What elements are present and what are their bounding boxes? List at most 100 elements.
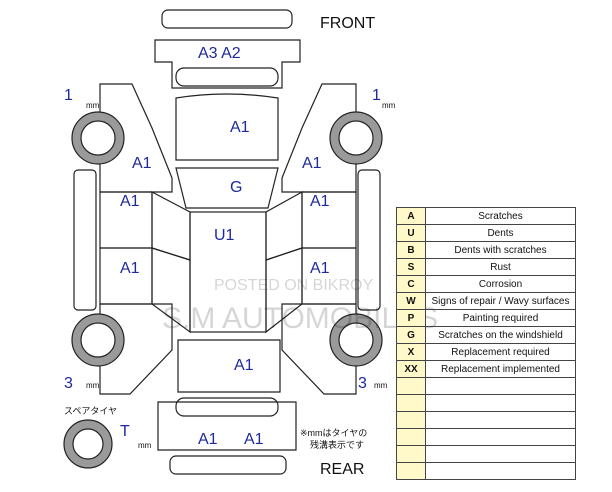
legend-row <box>396 394 576 412</box>
front-right-tire <box>329 111 383 165</box>
rear-right-tire <box>329 313 383 367</box>
trunk-code: A1 <box>234 357 254 374</box>
legend-row <box>396 428 576 446</box>
legend-code <box>396 428 426 446</box>
legend-code: G <box>396 326 426 344</box>
rear-lower-panel <box>157 401 297 451</box>
legend-description: Signs of repair / Wavy surfaces <box>425 292 576 310</box>
left-rear-door-code: A1 <box>120 260 140 277</box>
legend-row <box>396 462 576 480</box>
left-sill <box>73 169 97 311</box>
spare-tire-label: スペアタイヤ <box>64 406 117 416</box>
front-bumper <box>161 9 293 29</box>
front-left-tread-value: 1 <box>64 87 73 104</box>
legend-code: S <box>396 258 426 276</box>
legend-code: A <box>396 207 426 225</box>
left-fender-code: A1 <box>132 155 152 172</box>
legend-code: X <box>396 343 426 361</box>
legend-code: C <box>396 275 426 293</box>
rear-bumper <box>169 455 287 475</box>
legend-description: Replacement implemented <box>425 360 576 378</box>
legend-code: XX <box>396 360 426 378</box>
legend-description: Dents <box>425 224 576 242</box>
rear-grille <box>175 397 279 417</box>
watermark-line1: POSTED ON BIKROY <box>214 277 373 294</box>
spare-tread-value: T <box>120 423 130 440</box>
hood-code: A1 <box>230 119 250 136</box>
rear-bumper-right-code: A1 <box>244 431 264 448</box>
tread-note-line2: 残溝表示です <box>310 439 364 450</box>
watermark-line2: S.M AUTOMOBILES <box>162 302 438 335</box>
legend-description <box>425 462 576 480</box>
roof-panel <box>175 167 279 209</box>
rear-right-unit: mm <box>374 381 388 390</box>
left-rear-pillar <box>151 247 191 334</box>
legend-code <box>396 394 426 412</box>
front-right-tread-value: 1 <box>372 87 381 104</box>
rear-bumper-left-code: A1 <box>198 431 218 448</box>
right-rear-pillar <box>265 247 303 334</box>
legend-description <box>425 394 576 412</box>
spare-tire <box>63 419 113 469</box>
legend-description <box>425 377 576 395</box>
legend-code <box>396 377 426 395</box>
legend-code: W <box>396 292 426 310</box>
legend-code: B <box>396 241 426 259</box>
legend-code <box>396 411 426 429</box>
legend-description: Painting required <box>425 309 576 327</box>
front-lip <box>154 39 301 89</box>
legend-description: Scratches on the windshield <box>425 326 576 344</box>
cabin-code: U1 <box>214 227 235 244</box>
rear-right-tread-value: 3 <box>358 375 367 392</box>
right-front-door-code: A1 <box>310 193 330 210</box>
left-rear-quarter <box>99 303 173 395</box>
legend-description: Corrosion <box>425 275 576 293</box>
legend-description <box>425 428 576 446</box>
front-left-tire <box>71 111 125 165</box>
roof-code: G <box>230 179 242 196</box>
legend-code: U <box>396 224 426 242</box>
front-grille <box>175 67 279 87</box>
legend-description <box>425 445 576 463</box>
legend-row <box>396 377 576 395</box>
right-rear-quarter <box>281 303 357 395</box>
windshield-top-code: A3 A2 <box>198 45 241 62</box>
legend-code <box>396 462 426 480</box>
legend-row <box>396 445 576 463</box>
left-front-door-code: A1 <box>120 193 140 210</box>
hood-panel <box>175 93 279 161</box>
right-fender-code: A1 <box>302 155 322 172</box>
front-left-unit: mm <box>86 101 100 110</box>
right-rear-door-code: A1 <box>310 260 330 277</box>
legend-description: Replacement required <box>425 343 576 361</box>
rear-label: REAR <box>320 461 364 478</box>
legend-description <box>425 411 576 429</box>
front-label: FRONT <box>320 15 375 32</box>
legend-description: Dents with scratches <box>425 241 576 259</box>
right-sill <box>357 169 381 311</box>
rear-left-unit: mm <box>86 381 100 390</box>
legend-description: Scratches <box>425 207 576 225</box>
trunk-panel <box>177 339 281 393</box>
front-right-unit: mm <box>382 101 396 110</box>
legend-row <box>396 411 576 429</box>
rear-left-tread-value: 3 <box>64 375 73 392</box>
legend-description: Rust <box>425 258 576 276</box>
legend-code <box>396 445 426 463</box>
legend-code: P <box>396 309 426 327</box>
tread-note-line1: ※mmはタイヤの <box>300 428 367 438</box>
spare-unit: mm <box>138 441 152 450</box>
rear-left-tire <box>71 313 125 367</box>
